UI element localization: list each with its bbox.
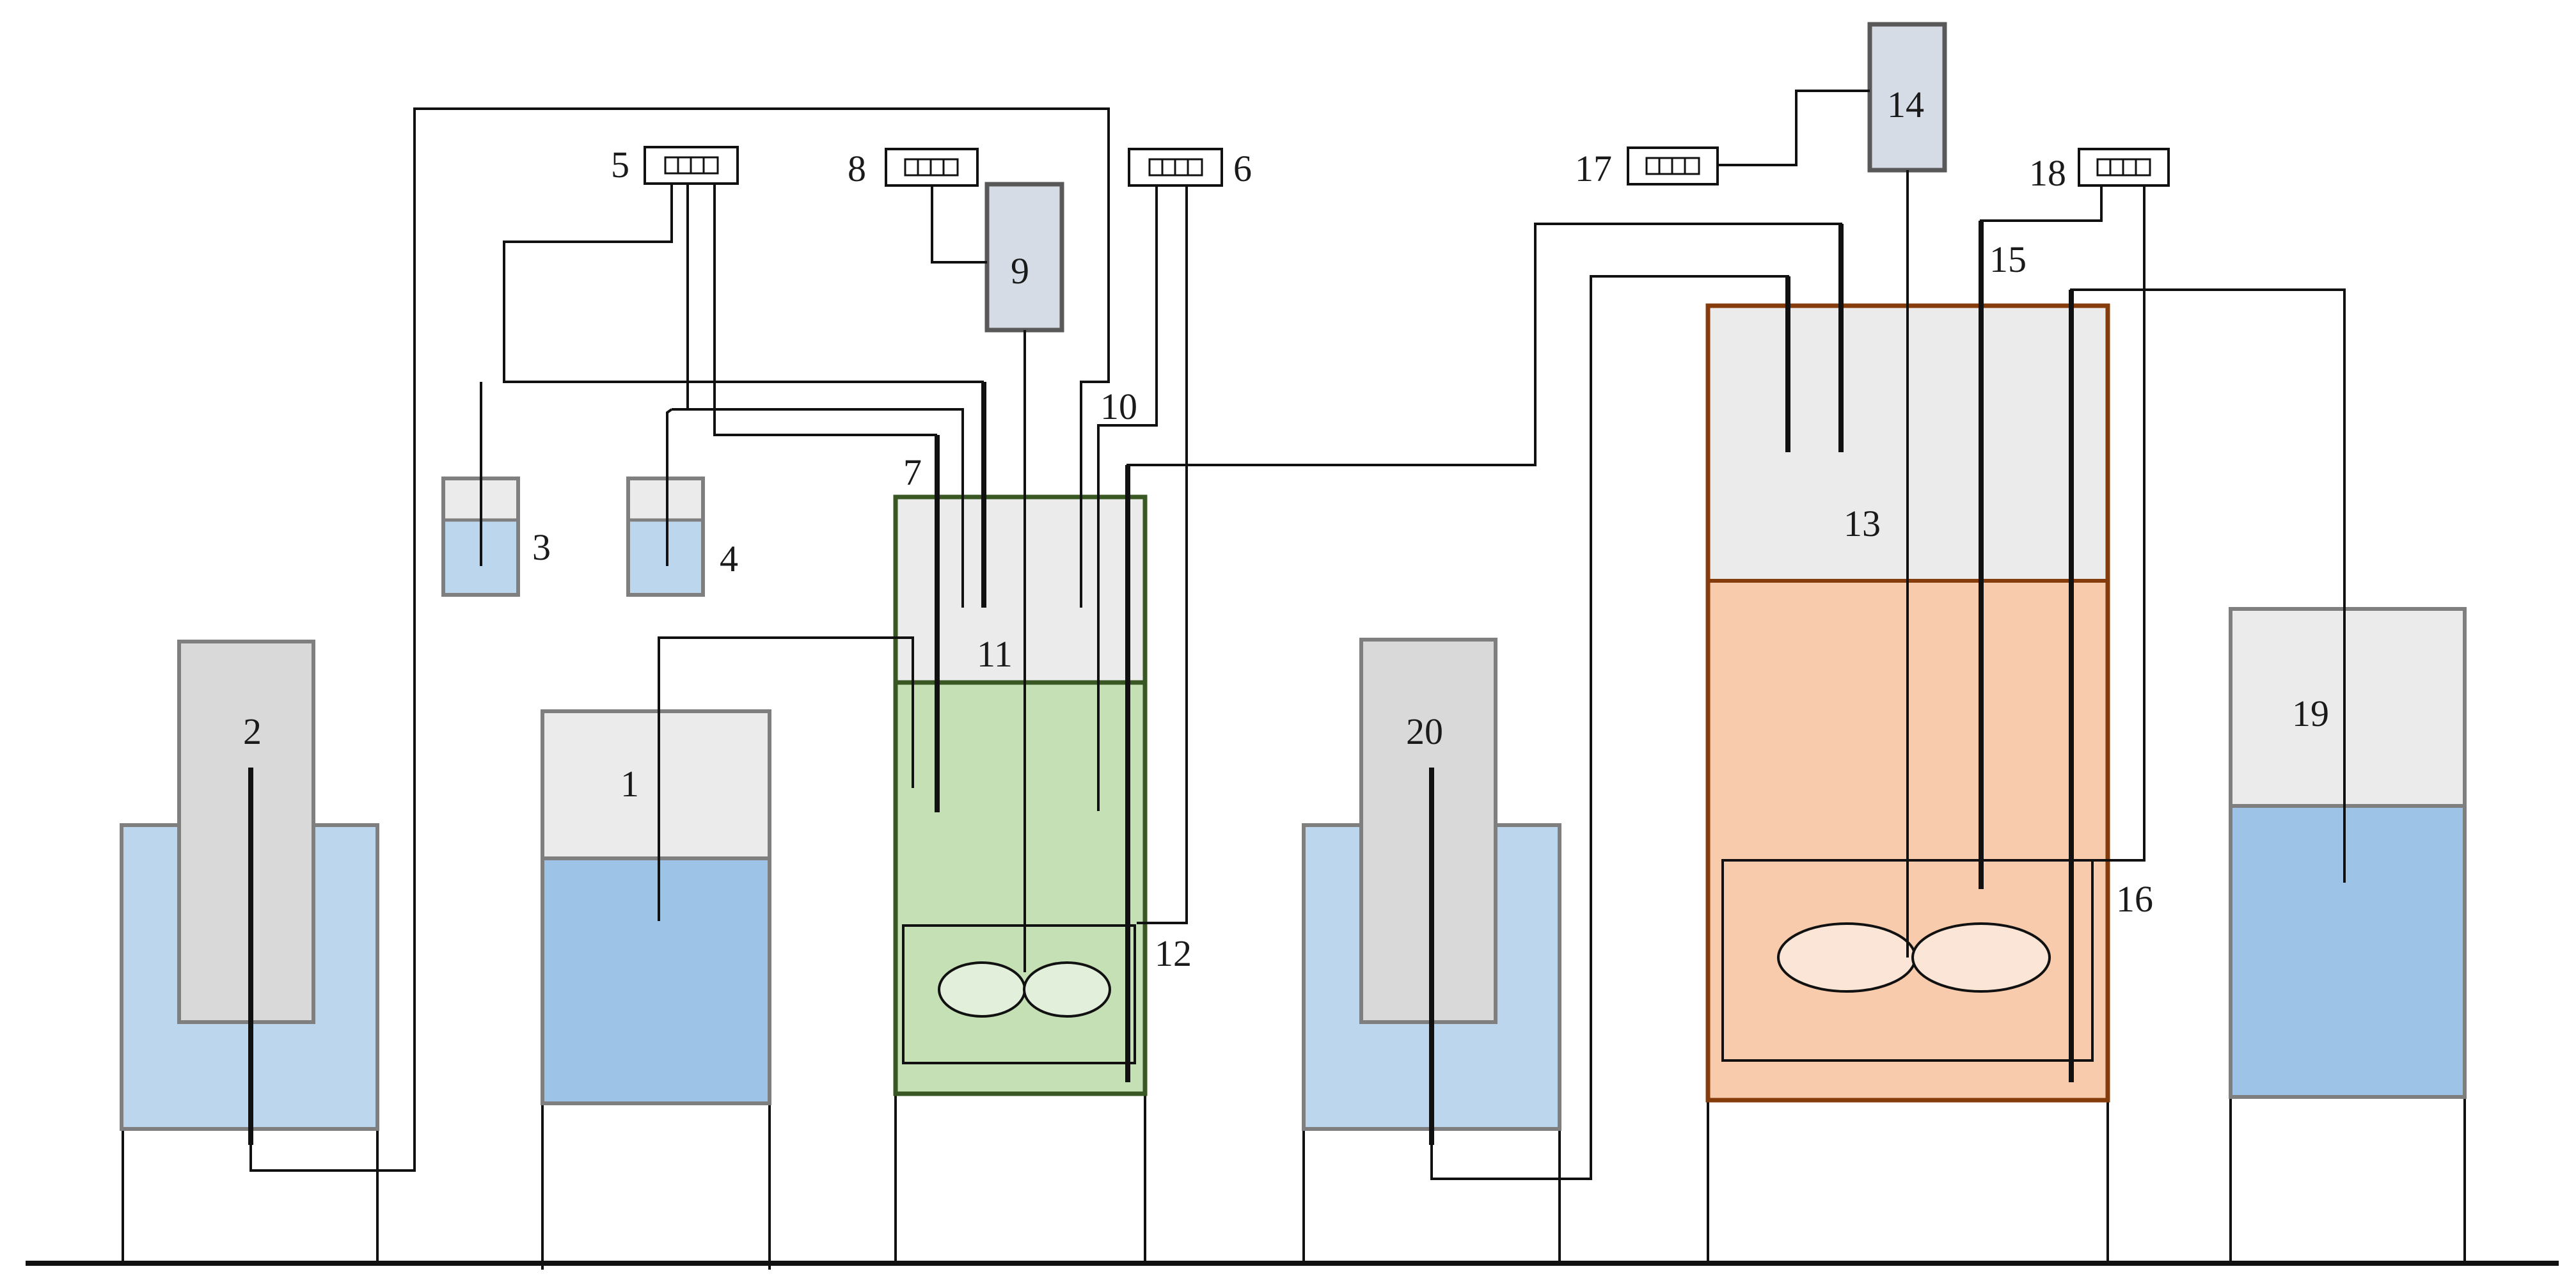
impeller-blade-right bbox=[1023, 961, 1111, 1018]
label-7: 7 bbox=[903, 452, 922, 493]
label-3: 3 bbox=[532, 526, 551, 568]
label-13: 13 bbox=[1844, 503, 1881, 544]
tank-19-liquid bbox=[2231, 806, 2465, 1097]
tank-1-liquid bbox=[542, 858, 770, 1103]
impeller-blade-left bbox=[938, 961, 1026, 1018]
reactor-11-headspace bbox=[896, 497, 1145, 682]
motor-9 bbox=[984, 182, 1064, 333]
reactor-11-liquid bbox=[896, 682, 1145, 1094]
water-bath-20 bbox=[1302, 638, 1561, 1263]
pump-8 bbox=[885, 148, 979, 187]
tank-19-headspace bbox=[2231, 609, 2465, 806]
label-17: 17 bbox=[1575, 148, 1612, 189]
label-16: 16 bbox=[2116, 878, 2153, 920]
pump-6 bbox=[1128, 148, 1223, 187]
vessel-2-inner bbox=[177, 640, 315, 1024]
tank-19 bbox=[2229, 607, 2467, 1263]
label-2: 2 bbox=[243, 711, 262, 752]
probes bbox=[935, 221, 2074, 1082]
pump-5 bbox=[644, 146, 739, 185]
label-11: 11 bbox=[977, 633, 1013, 675]
pump-18 bbox=[2078, 148, 2170, 187]
label-12: 12 bbox=[1155, 933, 1192, 974]
label-9: 9 bbox=[1011, 250, 1029, 292]
label-14: 14 bbox=[1887, 84, 1924, 125]
tank-1-headspace bbox=[542, 711, 770, 858]
label-4: 4 bbox=[720, 538, 738, 579]
pump-17 bbox=[1627, 146, 1719, 185]
label-1: 1 bbox=[620, 763, 639, 805]
impeller-frame-12 bbox=[902, 924, 1136, 1064]
label-18: 18 bbox=[2029, 152, 2066, 194]
water-bath-2 bbox=[120, 640, 379, 1263]
label-15: 15 bbox=[1989, 239, 2027, 280]
feed-tank-1 bbox=[541, 709, 771, 1270]
label-8: 8 bbox=[848, 148, 866, 189]
impeller-blade-right-13 bbox=[1911, 922, 2051, 993]
label-6: 6 bbox=[1233, 148, 1252, 189]
label-19: 19 bbox=[2292, 693, 2329, 734]
label-5: 5 bbox=[611, 144, 629, 185]
impeller-blade-left-13 bbox=[1777, 922, 1916, 993]
vessel-20-inner bbox=[1359, 638, 1497, 1024]
label-20: 20 bbox=[1406, 711, 1443, 752]
label-10: 10 bbox=[1100, 386, 1137, 427]
reactor-11 bbox=[893, 494, 1148, 1263]
bottle-4 bbox=[626, 477, 705, 597]
